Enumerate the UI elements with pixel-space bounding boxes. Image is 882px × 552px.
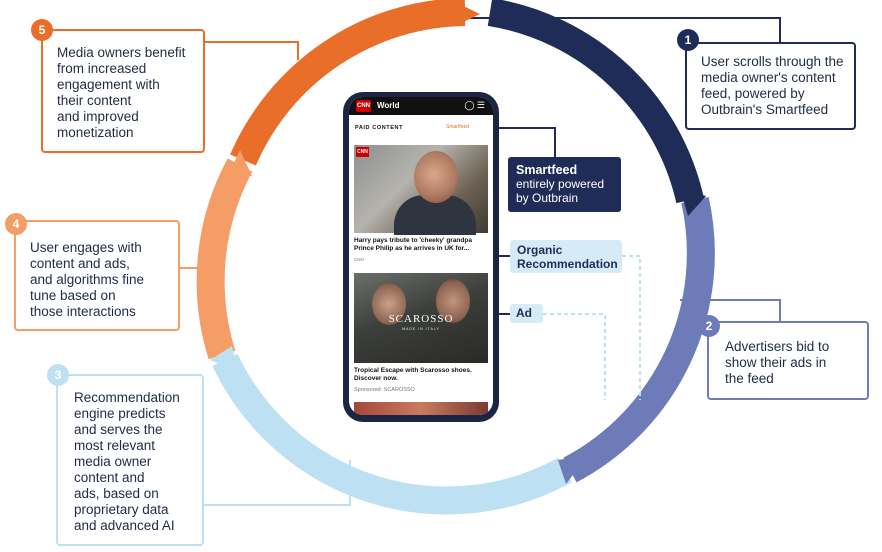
ring-segment-3 [212, 354, 572, 515]
ad-brand-tagline: MADE IN ITALY [402, 327, 440, 331]
ring-segment-5 [230, 0, 466, 166]
ad-callout: Ad [510, 304, 543, 323]
cnn-logo: CNN [356, 100, 371, 112]
connector-step1 [470, 17, 781, 42]
arrow-head-5 [455, 2, 480, 26]
step1-box: User scrolls through the media owner's c… [685, 42, 856, 130]
arrow-head-4 [226, 150, 252, 180]
step5-box: Media owners benefit from increased enga… [41, 29, 205, 153]
article1-source: CNN [354, 257, 364, 262]
smartfeed-leader [486, 127, 556, 157]
ad-image[interactable]: SCAROSSO MADE IN ITALY [354, 273, 488, 363]
smartfeed-callout-title: Smartfeed [516, 163, 578, 177]
arrow-head-3 [210, 346, 238, 372]
step3-box: Recommendation engine predicts and serve… [56, 374, 204, 546]
connector-step5 [205, 41, 299, 60]
organic-dashed-line [622, 255, 641, 400]
article2-source: Sponsored: SCAROSSO [354, 387, 415, 393]
phone-top-bar: CNN World ◯ ☰ [349, 97, 493, 115]
step2-badge: 2 [698, 315, 720, 337]
paid-content-label: PAID CONTENT [355, 125, 404, 131]
arrow-head-1 [680, 188, 706, 216]
ring-segment-4 [196, 158, 253, 360]
step1-badge: 1 [677, 29, 699, 51]
user-menu-icon: ◯ ☰ [464, 100, 485, 110]
smartfeed-callout: Smartfeed entirely powered by Outbrain [508, 157, 621, 212]
ad-dashed-line [543, 313, 606, 400]
organic-recommendation-callout: Organic Recommendation [510, 240, 622, 273]
connector-step2 [680, 299, 781, 321]
article1-headline[interactable]: Harry pays tribute to 'cheeky' grandpa P… [354, 237, 472, 252]
section-label: World [377, 101, 400, 110]
ad-brand-logo: SCAROSSO [388, 313, 454, 325]
arrow-head-2 [558, 455, 588, 484]
article2-headline[interactable]: Tropical Escape with Scarosso shoes. Dis… [354, 367, 472, 382]
article1-person-face [414, 151, 458, 203]
step4-box: User engages with content and ads, and a… [14, 220, 180, 331]
smartfeed-mini-logo: Smartfeed [446, 124, 470, 130]
ring-segment-1 [487, 0, 704, 204]
step5-badge: 5 [31, 19, 53, 41]
smartfeed-callout-subtitle: entirely powered by Outbrain [516, 177, 605, 205]
phone-screen: CNN World ◯ ☰ PAID CONTENT Smartfeed CNN… [349, 97, 493, 415]
step3-badge: 3 [47, 364, 69, 386]
step2-box: Advertisers bid to show their ads in the… [707, 321, 869, 400]
article1-cnn-badge: CNN [356, 147, 369, 157]
ad-person-right [436, 279, 470, 323]
next-article-preview [354, 402, 488, 415]
step4-badge: 4 [5, 213, 27, 235]
ad-person-left [372, 283, 406, 325]
ring-segment-2 [563, 196, 715, 483]
article1-image[interactable]: CNN [354, 145, 488, 235]
